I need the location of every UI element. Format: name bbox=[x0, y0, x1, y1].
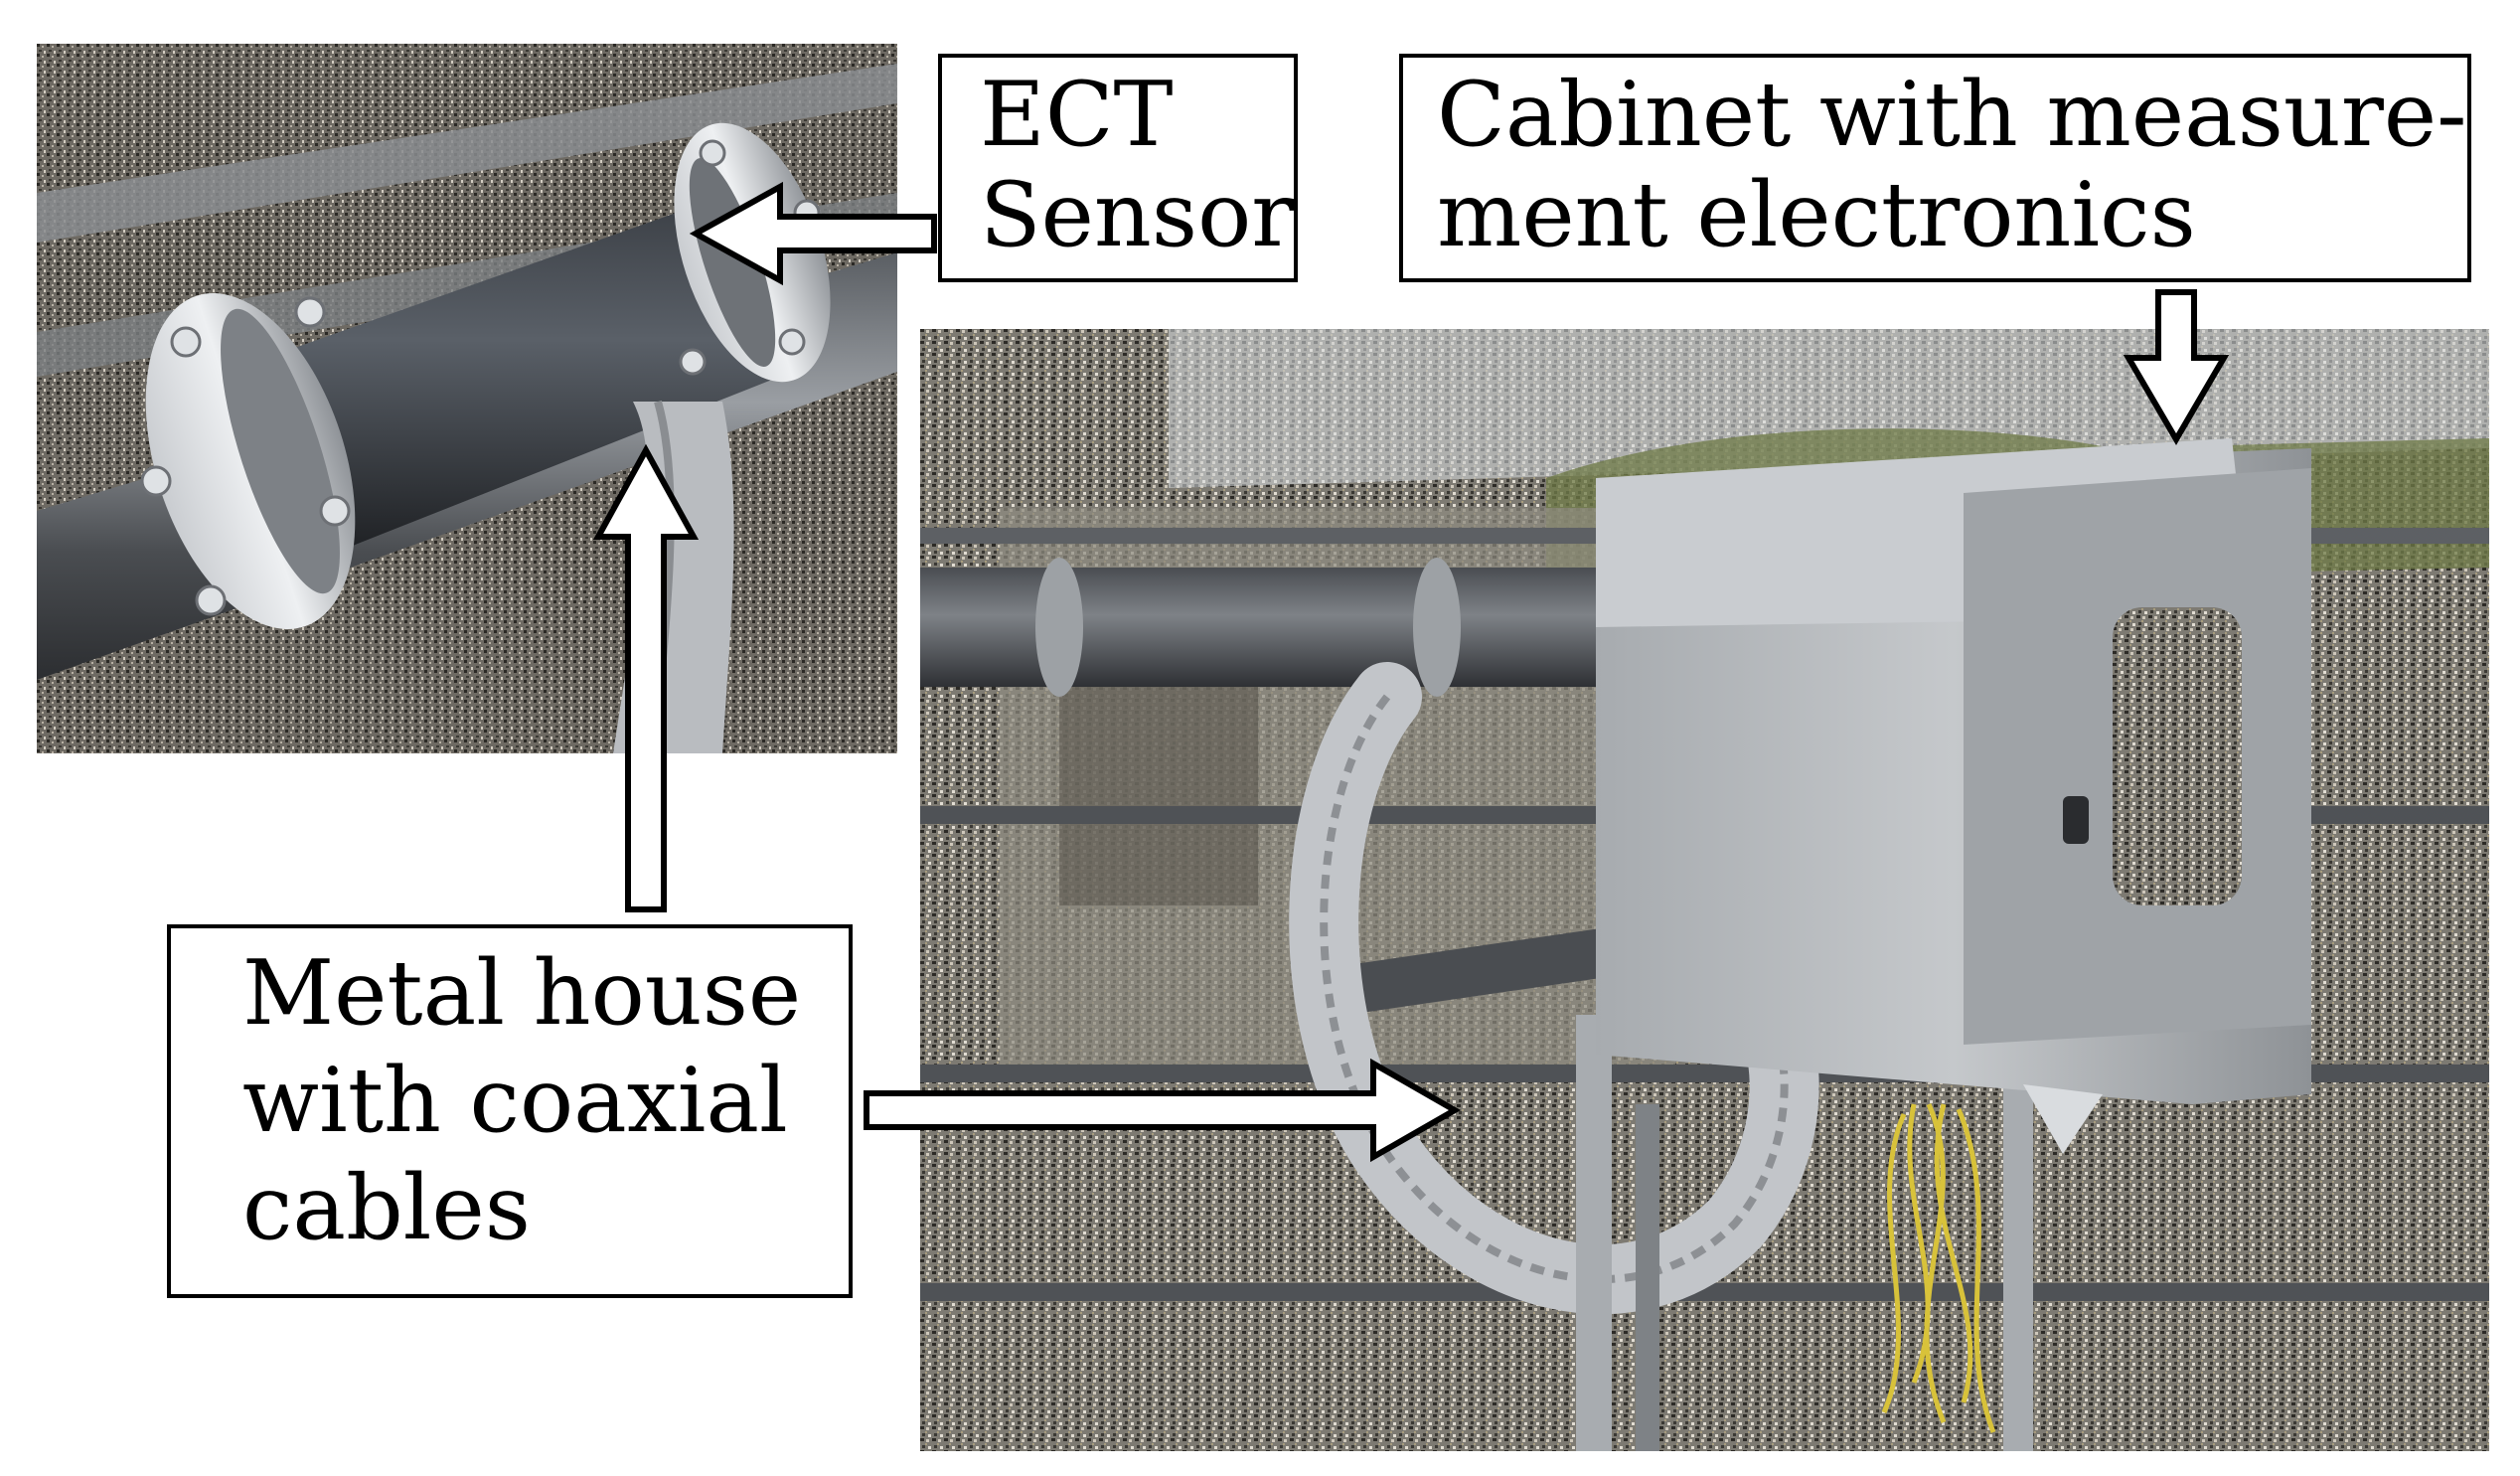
sensor-photo bbox=[37, 44, 897, 753]
arrow-to-cabinet bbox=[2123, 289, 2230, 445]
cabinet-label-line-1: Cabinet with measure- bbox=[1437, 63, 2467, 167]
plant-photo bbox=[920, 329, 2489, 1451]
metal-house-label-line-1: Metal house bbox=[242, 941, 802, 1046]
cabinet-label: Cabinet with measure- ment electronics bbox=[1399, 54, 2471, 282]
arrow-to-sensor bbox=[689, 181, 937, 286]
arrow-to-metal-house-top bbox=[592, 443, 700, 912]
arrow-to-metal-house-hose bbox=[864, 1058, 1462, 1163]
ect-sensor-label-line-2: Sensor bbox=[980, 162, 1295, 267]
metal-house-label-line-3: cables bbox=[242, 1156, 531, 1260]
ect-sensor-label-line-1: ECT bbox=[980, 63, 1174, 167]
ect-sensor-label: ECT Sensor bbox=[938, 54, 1298, 282]
metal-house-label-line-2: with coaxial bbox=[242, 1049, 788, 1153]
cabinet-label-line-2: ment electronics bbox=[1437, 162, 2196, 267]
metal-house-label: Metal house with coaxial cables bbox=[167, 924, 853, 1298]
